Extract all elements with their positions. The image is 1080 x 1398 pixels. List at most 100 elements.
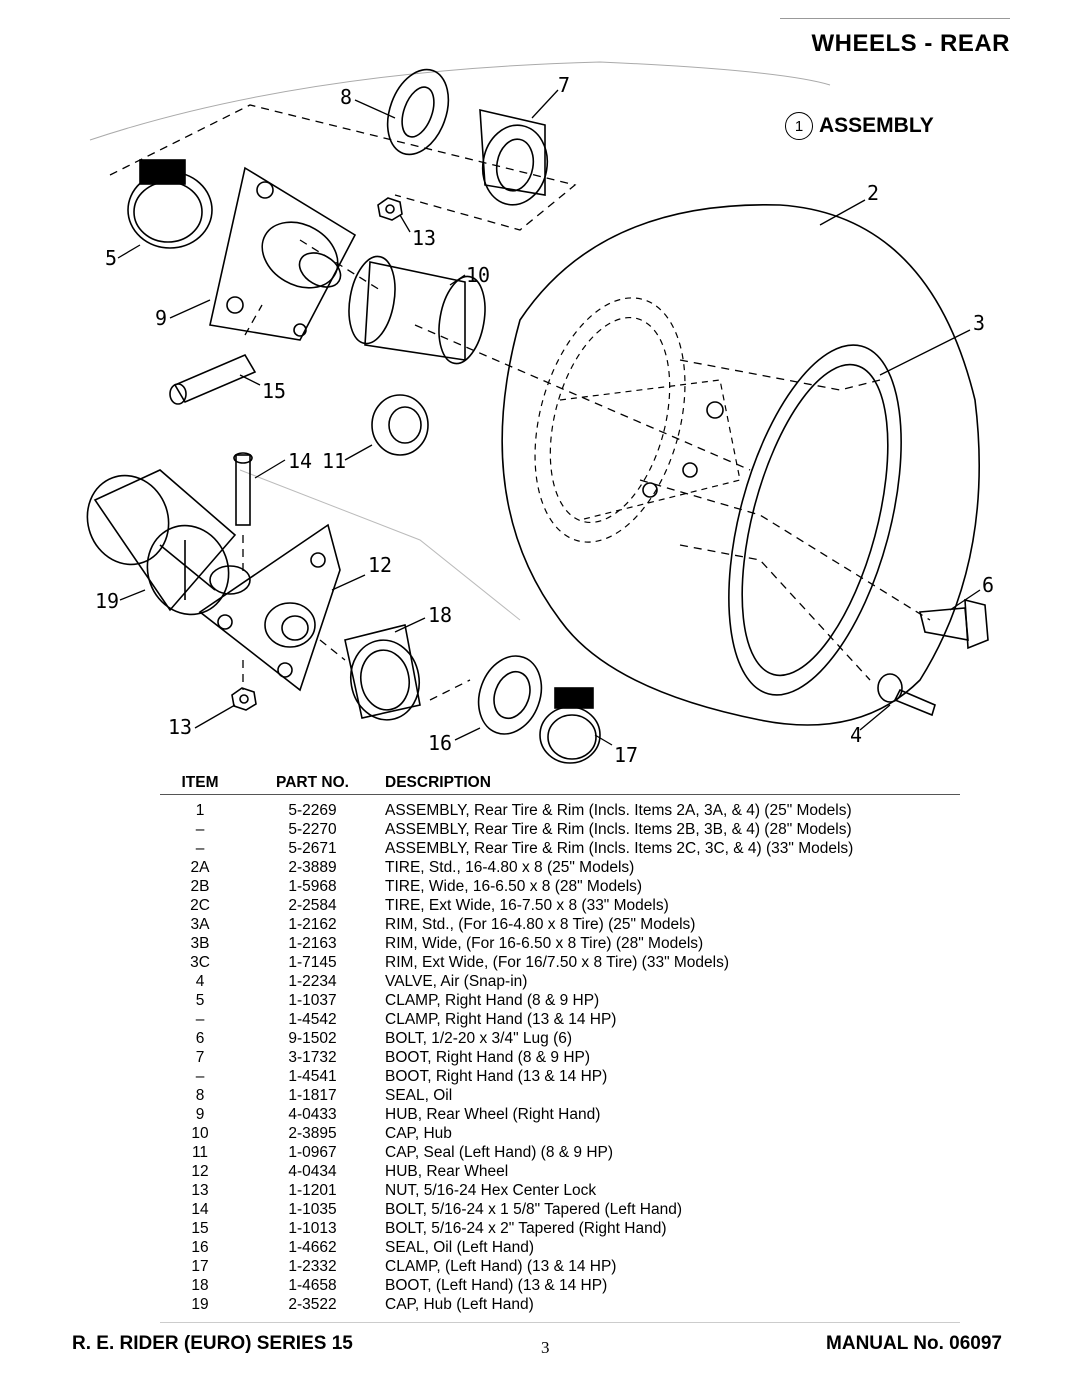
cell-item: – bbox=[195, 840, 205, 857]
cell-part-no: 4-0434 bbox=[288, 1163, 337, 1180]
cell-part-no: 1-1013 bbox=[288, 1220, 337, 1237]
background-curve bbox=[239, 469, 521, 621]
cell-description: CLAMP, Right Hand (8 & 9 HP) bbox=[385, 992, 600, 1009]
bolt-item-15-icon bbox=[169, 353, 257, 405]
cell-part-no: 5-2270 bbox=[288, 821, 337, 838]
leader-lines bbox=[117, 89, 981, 746]
cell-description: BOLT, 5/16-24 x 2" Tapered (Right Hand) bbox=[385, 1220, 667, 1237]
cell-item: 3B bbox=[190, 935, 210, 952]
cell-part-no: 1-4662 bbox=[288, 1239, 337, 1256]
callout-11: 11 bbox=[322, 449, 346, 473]
seal-item-8-icon bbox=[386, 68, 450, 156]
cell-description: HUB, Rear Wheel bbox=[385, 1163, 509, 1180]
footer-manual-number: MANUAL No. 06097 bbox=[826, 1333, 1002, 1354]
callout-8: 8 bbox=[340, 85, 352, 109]
cell-description: ASSEMBLY, Rear Tire & Rim (Incls. Items … bbox=[385, 802, 852, 819]
hub-cap-item-19-icon bbox=[86, 469, 237, 616]
hub-cap-item-10-icon bbox=[348, 255, 486, 365]
cell-item: 12 bbox=[191, 1163, 209, 1180]
clamp-item-17-icon bbox=[539, 687, 601, 764]
cell-description: TIRE, Wide, 16-6.50 x 8 (28" Models) bbox=[385, 878, 643, 895]
callout-19: 19 bbox=[95, 589, 119, 613]
cell-description: BOOT, (Left Hand) (13 & 14 HP) bbox=[385, 1277, 608, 1294]
cell-item: 18 bbox=[191, 1277, 209, 1294]
cell-item: 7 bbox=[195, 1049, 205, 1066]
cell-part-no: 1-2162 bbox=[288, 916, 337, 933]
assembly-number-circle: 1 bbox=[785, 112, 813, 140]
tire-and-rim-icon bbox=[501, 204, 980, 726]
cell-part-no: 2-3522 bbox=[288, 1296, 337, 1313]
cell-item: 10 bbox=[191, 1125, 209, 1142]
cell-description: HUB, Rear Wheel (Right Hand) bbox=[385, 1106, 601, 1123]
clamp-item-5-icon bbox=[127, 159, 213, 249]
table-row: 12 4-0434 HUB, Rear Wheel bbox=[160, 1162, 960, 1181]
cell-part-no: 1-1037 bbox=[288, 992, 337, 1009]
cell-item: 14 bbox=[191, 1201, 209, 1218]
assembly-label: 1 ASSEMBLY bbox=[785, 112, 934, 140]
cell-part-no: 2-3895 bbox=[288, 1125, 337, 1142]
assembly-guide-lines bbox=[109, 104, 931, 701]
cell-description: TIRE, Ext Wide, 16-7.50 x 8 (33" Models) bbox=[385, 897, 669, 914]
nut-item-13-icon bbox=[377, 197, 403, 221]
cell-description: CAP, Hub (Left Hand) bbox=[385, 1296, 534, 1313]
cell-description: BOOT, Right Hand (8 & 9 HP) bbox=[385, 1049, 591, 1066]
cell-part-no: 5-2671 bbox=[288, 840, 337, 857]
cell-item: 5 bbox=[195, 992, 205, 1009]
cell-item: 17 bbox=[191, 1258, 209, 1275]
cell-description: CAP, Seal (Left Hand) (8 & 9 HP) bbox=[385, 1144, 614, 1161]
callout-2: 2 bbox=[867, 181, 879, 205]
callout-18: 18 bbox=[428, 603, 452, 627]
cell-item: 2A bbox=[190, 859, 210, 876]
cell-item: 8 bbox=[195, 1087, 205, 1104]
cell-item: 15 bbox=[191, 1220, 209, 1237]
table-row: 5 1-1037 CLAMP, Right Hand (8 & 9 HP) bbox=[160, 991, 960, 1010]
cell-part-no: 1-4658 bbox=[288, 1277, 337, 1294]
hub-item-9-icon bbox=[209, 166, 357, 341]
cell-part-no: 1-5968 bbox=[288, 878, 337, 895]
page-number: 3 bbox=[541, 1338, 550, 1357]
callout-5: 5 bbox=[105, 246, 117, 270]
callout-14: 14 bbox=[288, 449, 312, 473]
cell-description: VALVE, Air (Snap-in) bbox=[385, 973, 528, 990]
cell-item: 2B bbox=[190, 878, 210, 895]
cell-item: 2C bbox=[190, 897, 210, 914]
col-header-description: DESCRIPTION bbox=[385, 774, 491, 791]
cell-part-no: 1-2234 bbox=[288, 973, 337, 990]
callout-6: 6 bbox=[982, 573, 994, 597]
table-row: 2C 2-2584 TIRE, Ext Wide, 16-7.50 x 8 (33"… bbox=[160, 896, 960, 915]
parts-list-header: ITEM PART NO. DESCRIPTION bbox=[160, 770, 960, 795]
cell-part-no: 2-2584 bbox=[288, 897, 337, 914]
hub-item-12-icon bbox=[198, 523, 341, 692]
cell-part-no: 1-4541 bbox=[288, 1068, 337, 1085]
cell-item: – bbox=[195, 1011, 205, 1028]
callout-12: 12 bbox=[368, 553, 392, 577]
assembly-text: ASSEMBLY bbox=[819, 114, 934, 137]
cell-part-no: 1-7145 bbox=[288, 954, 337, 971]
cell-part-no: 1-4542 bbox=[288, 1011, 337, 1028]
callout-13: 13 bbox=[412, 226, 436, 250]
col-header-item: ITEM bbox=[181, 774, 219, 791]
seal-cap-item-11-icon bbox=[371, 394, 429, 456]
callout-13-lower: 13 bbox=[168, 715, 192, 739]
cell-description: CLAMP, Right Hand (13 & 14 HP) bbox=[385, 1011, 617, 1028]
boot-item-7-icon bbox=[479, 108, 549, 206]
callout-10: 10 bbox=[466, 263, 490, 287]
callout-3: 3 bbox=[973, 311, 985, 335]
bolt-item-14-icon bbox=[233, 452, 253, 526]
cell-description: RIM, Std., (For 16-4.80 x 8 Tire) (25" M… bbox=[385, 916, 696, 933]
cell-part-no: 4-0433 bbox=[288, 1106, 337, 1123]
boot-item-18-icon bbox=[344, 624, 421, 721]
cell-item: 3C bbox=[190, 954, 210, 971]
